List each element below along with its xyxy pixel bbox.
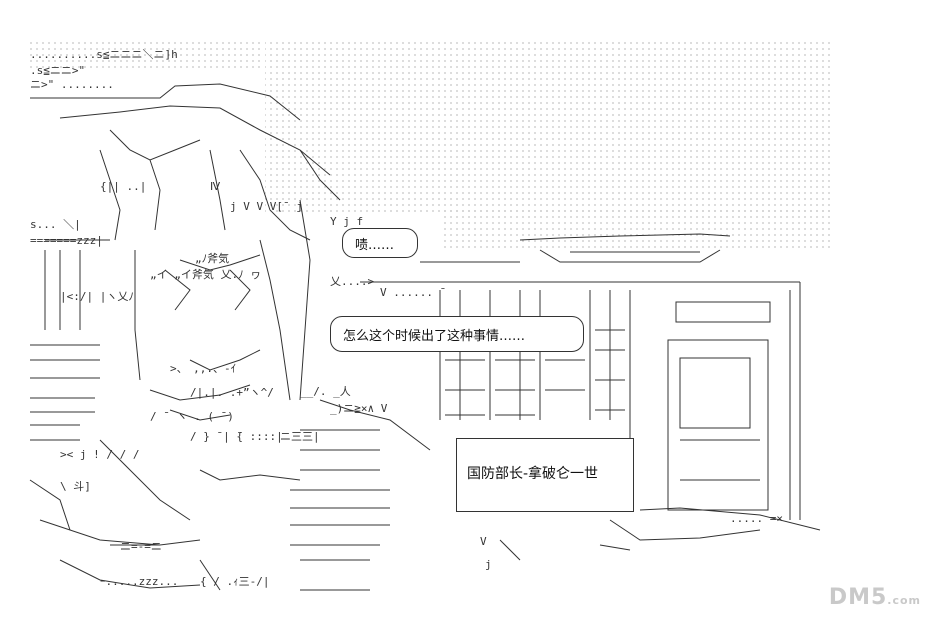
- dotted-background-top: [265, 38, 830, 213]
- ascii-fragments: ..........s≦ニニニ＼ニ]h .s≦ニニ>" ニ>" ........…: [30, 48, 783, 588]
- svg-text:j: j: [485, 558, 492, 571]
- svg-text:乂....>: 乂....>: [330, 275, 374, 288]
- svg-text:Y j f: Y j f: [330, 215, 363, 228]
- site-watermark: DM5.com: [829, 585, 921, 610]
- svg-text:ｰ.....zzz...: ｰ.....zzz...: [100, 575, 178, 588]
- svg-text:=======zzz|: =======zzz|: [30, 234, 103, 247]
- building-outline: [360, 281, 821, 561]
- speech-bubble-1: 啧……: [342, 228, 418, 258]
- svg-text:j V V V[¯ j: j V V V[¯ j: [230, 200, 303, 213]
- svg-text:s... ＼|: s... ＼|: [30, 218, 81, 231]
- speech-text-2: 怎么这个时候出了这种事情……: [343, 328, 526, 344]
- svg-text:/|.|. .+”ヽ^/: /|.|. .+”ヽ^/: [190, 386, 274, 399]
- character-caption-box: 国防部长-拿破仑一世: [456, 438, 634, 512]
- dotted-background-mid: [440, 210, 830, 250]
- speech-text-1: 啧……: [355, 237, 395, 253]
- character-figure: [29, 83, 431, 591]
- svg-text:..... =×: ..... =×: [730, 512, 783, 525]
- svg-text:>< j ! / / /: >< j ! / / /: [60, 448, 139, 461]
- svg-text:>、 ,,.、-ｲ: >、 ,,.、-ｲ: [170, 362, 236, 375]
- svg-text:__/. _人: __/. _人: [300, 385, 351, 398]
- svg-text:„イ „イ斧気 乂.ﾉ ヮ: „イ „イ斧気 乂.ﾉ ヮ: [150, 267, 261, 281]
- svg-text:{ / .ｨ三-/|: { / .ｨ三-/|: [200, 575, 269, 588]
- speech-bubble-2: 怎么这个时候出了这种事情……: [330, 316, 584, 352]
- svg-text:/ } ̄ | ̄{ ::::|: / } ̄ | ̄{ ::::|: [190, 430, 283, 443]
- watermark-main: DM5: [828, 585, 888, 610]
- svg-text:ニ>" ........: ニ>" ........: [30, 78, 114, 91]
- tank-outline: [420, 233, 731, 263]
- svg-text:Ⅳ: Ⅳ: [210, 180, 221, 193]
- svg-text:„ﾉ斧気: „ﾉ斧気: [195, 251, 229, 265]
- svg-text:|<:/| |ヽ乂ﾉ: |<:/| |ヽ乂ﾉ: [60, 290, 134, 303]
- svg-text:/ ¯ ヽ . ( ̄ ): / ¯ ヽ . ( ̄ ): [150, 410, 234, 423]
- svg-text:ニ=-=ニ: ニ=-=ニ: [120, 540, 162, 553]
- svg-text:{|| ..|: {|| ..|: [100, 180, 146, 193]
- svg-text:_)ニ≧×∧ V: _)ニ≧×∧ V: [330, 402, 388, 415]
- dotted-background-left: [30, 38, 260, 68]
- svg-text:..........s≦ニニニ＼ニ]h: ..........s≦ニニニ＼ニ]h: [30, 48, 178, 61]
- svg-text:.s≦ニニ>": .s≦ニニ>": [30, 64, 85, 77]
- svg-text:ニ三三|: ニ三三|: [280, 430, 320, 443]
- watermark-suffix: .com: [887, 594, 921, 607]
- caption-text: 国防部长-拿破仑一世: [467, 466, 599, 482]
- svg-text:V ...... ¯: V ...... ¯: [380, 286, 446, 299]
- svg-text:\ 斗]: \ 斗]: [60, 480, 91, 493]
- svg-text:V: V: [480, 535, 487, 548]
